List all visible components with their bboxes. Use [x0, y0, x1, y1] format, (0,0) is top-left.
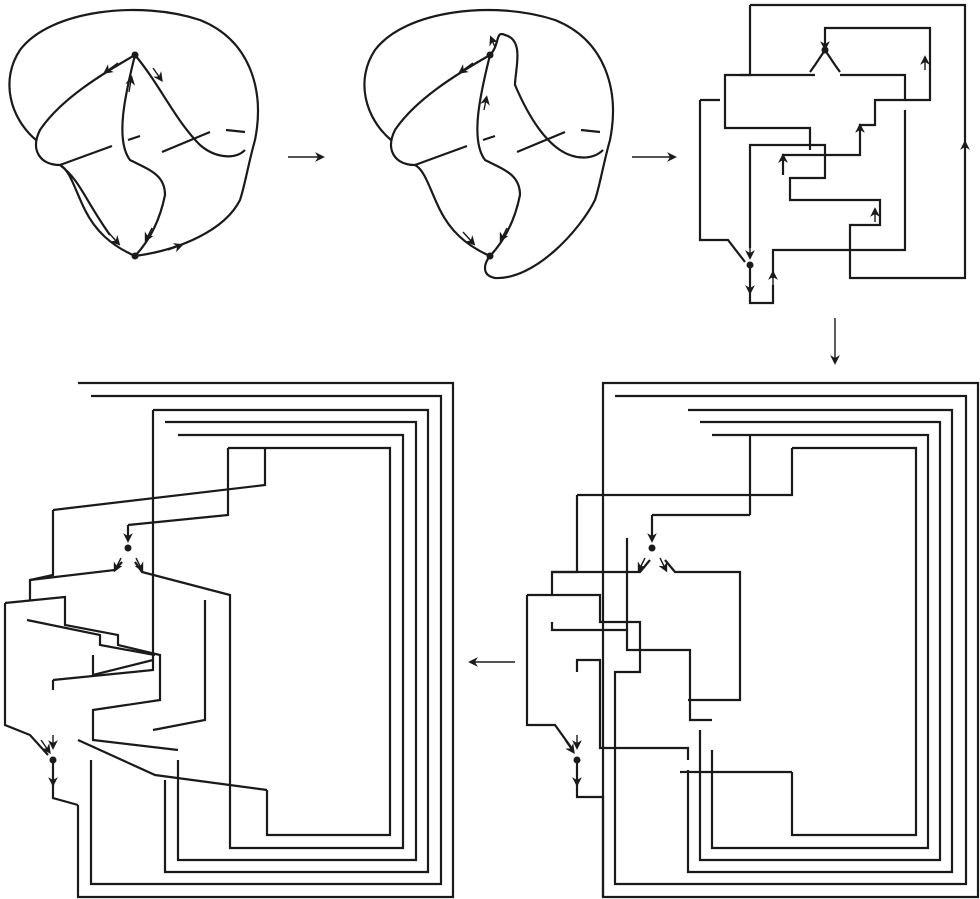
- arrow-icon: [144, 227, 154, 243]
- strand-bottom: [51, 760, 79, 807]
- vertex-top: [648, 544, 656, 552]
- arrow-icon: [134, 557, 144, 573]
- vertex-top: [124, 544, 132, 552]
- arrow-icon: [40, 739, 51, 755]
- vertex-bottom: [49, 756, 57, 764]
- strand-outer-frame: [748, 3, 967, 280]
- strand-mid-1: [625, 538, 712, 722]
- strand-right-step: [781, 73, 907, 175]
- vertex-top: [131, 51, 139, 59]
- strand-left-column: [698, 98, 746, 263]
- frame-4: [698, 420, 942, 862]
- arrow-icon: [499, 227, 509, 243]
- strand-left-arc: [34, 54, 136, 258]
- strand-top-loop: [823, 26, 932, 102]
- strand-vertex-legs: [29, 561, 232, 790]
- arrow-icon: [152, 67, 163, 83]
- panel-knot-graph-twisted: [363, 8, 614, 280]
- vertex-top: [821, 46, 829, 54]
- strand-braid-1: [4, 595, 179, 752]
- strand-cross-dashed: [414, 128, 601, 167]
- frame-5: [178, 433, 405, 850]
- arrow-icon: [103, 62, 119, 74]
- vertex-bottom: [486, 252, 494, 260]
- strand-cross-dashed: [59, 128, 246, 167]
- strand-top-twist: [489, 32, 604, 159]
- strand-top-bar: [577, 448, 794, 497]
- arrow-icon: [125, 75, 136, 93]
- strand-top-vertex-legs: [809, 49, 841, 73]
- frame-1: [601, 381, 980, 899]
- strand-left-drop: [28, 510, 55, 600]
- arrow-icon: [167, 243, 184, 253]
- strand-braid-4: [77, 600, 268, 792]
- frame-3: [686, 408, 954, 874]
- strand-outer-loop: [363, 8, 614, 280]
- strand-mid-2: [527, 593, 642, 760]
- frame-1: [76, 381, 455, 899]
- panel-braided-frame-diagram: [3, 381, 455, 899]
- strand-left-upper: [723, 5, 812, 150]
- strand-lower-left: [59, 164, 111, 236]
- vertex-bottom: [131, 252, 139, 260]
- strand-vertex-entry: [126, 448, 230, 540]
- panel-nested-frame-diagram: [525, 381, 980, 899]
- strand-middle: [121, 54, 167, 257]
- frame-4: [165, 420, 418, 862]
- strand-left-drop: [550, 495, 579, 595]
- arrow-icon: [113, 557, 123, 573]
- strand-step: [575, 658, 690, 760]
- vertex-bottom: [573, 756, 581, 764]
- strand-middle: [476, 54, 522, 257]
- strand-low-bar: [550, 622, 627, 632]
- strand-vertex-entry: [650, 513, 750, 540]
- arrow-icon: [564, 739, 575, 755]
- frame-3: [153, 408, 430, 874]
- strand-top-slant: [52, 448, 267, 512]
- strand-left-column: [3, 603, 49, 756]
- vertex-top: [486, 51, 494, 59]
- strand-bottom: [748, 265, 775, 305]
- strand-left-arc: [389, 54, 491, 258]
- frame-6: [748, 435, 918, 837]
- strand-lower-right: [771, 110, 907, 278]
- arrow-icon: [658, 557, 668, 573]
- strand-left-column: [525, 595, 574, 751]
- frame-2: [613, 394, 968, 886]
- strand-braid-2: [26, 618, 156, 677]
- strand-braid-3: [51, 410, 155, 690]
- frame-5: [710, 433, 930, 850]
- arrow-icon: [637, 557, 647, 573]
- vertex-bottom: [746, 261, 754, 269]
- strand-outer-loop: [8, 8, 259, 258]
- arrow-icon: [489, 35, 499, 48]
- frame-2: [89, 394, 443, 886]
- arrow-icon: [107, 231, 121, 246]
- strand-right: [134, 54, 246, 158]
- panel-rectilinear-diagram: [698, 3, 970, 305]
- arrow-icon: [462, 231, 476, 246]
- arrow-icon: [458, 62, 474, 74]
- panel-knot-graph-original: [8, 8, 259, 260]
- frame-6: [228, 446, 392, 837]
- strand-bottom: [575, 760, 605, 897]
- arrow-icon: [480, 95, 490, 111]
